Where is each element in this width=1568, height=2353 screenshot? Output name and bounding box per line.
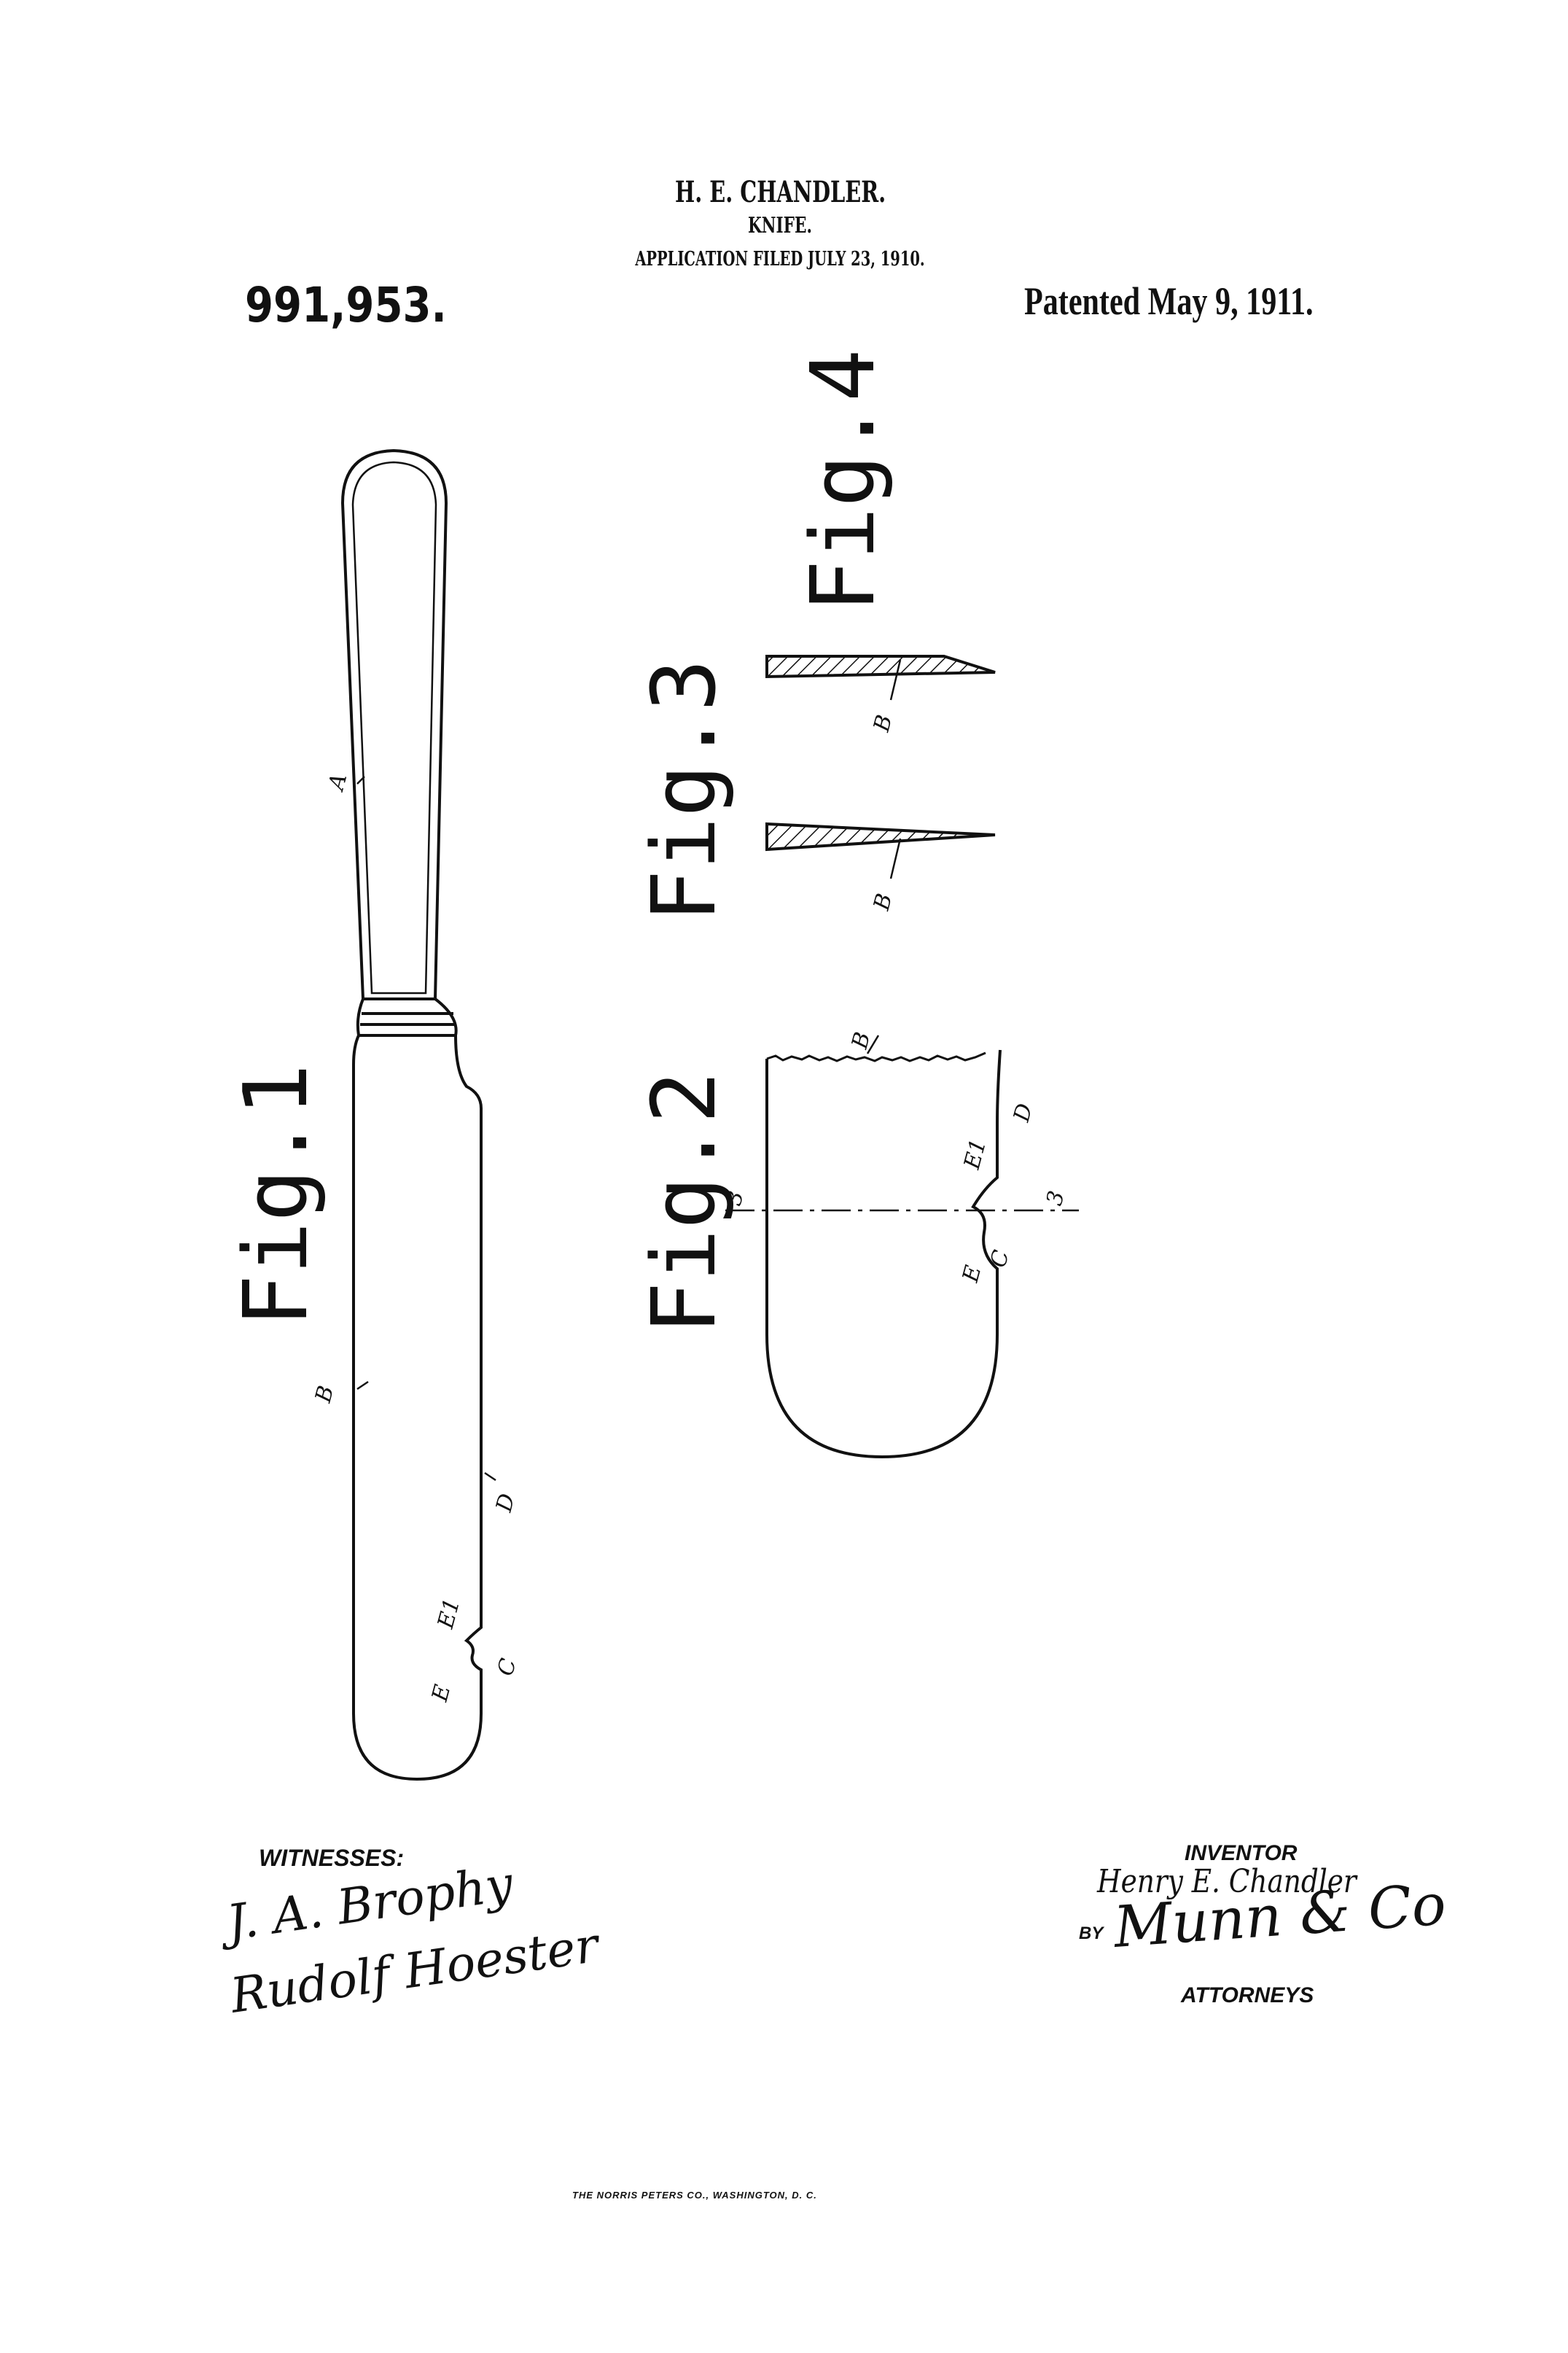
label-b-fig3: B bbox=[869, 891, 898, 914]
section-mark-right: 3 bbox=[1042, 1189, 1070, 1209]
label-b-fig2: B bbox=[847, 1030, 876, 1052]
invention-title: KNIFE. bbox=[748, 213, 812, 238]
by-label: BY bbox=[1079, 1924, 1104, 1943]
label-b-fig4: B bbox=[869, 712, 898, 735]
patent-number: 991,953. bbox=[245, 277, 447, 333]
fig3-caption: Fig.3 bbox=[634, 659, 736, 922]
label-e1: E1 bbox=[433, 1595, 466, 1632]
knife-handle bbox=[340, 448, 448, 1000]
attorneys-label: ATTORNEYS bbox=[1181, 1983, 1314, 2007]
fig2-caption: Fig.2 bbox=[634, 1071, 736, 1334]
label-b: B bbox=[311, 1383, 340, 1406]
inventor-name: H. E. CHANDLER. bbox=[675, 175, 886, 209]
knife-bolster bbox=[356, 997, 458, 1037]
fig4-caption: Fig.4 bbox=[793, 349, 894, 612]
application-date: APPLICATION FILED JULY 23, 1910. bbox=[635, 248, 925, 271]
fig1-caption: Fig.1 bbox=[226, 1064, 327, 1327]
label-e1-fig2: E1 bbox=[959, 1136, 992, 1172]
label-c-fig2: C bbox=[986, 1248, 1015, 1270]
label-d: D bbox=[491, 1491, 520, 1515]
fig3-section bbox=[765, 822, 996, 852]
fig1-knife bbox=[340, 448, 483, 1781]
witnesses-label: WITNESSES: bbox=[259, 1845, 405, 1871]
label-e-fig2: E bbox=[958, 1263, 987, 1286]
inventor-label: INVENTOR bbox=[1185, 1841, 1298, 1865]
fig4-section bbox=[765, 655, 996, 679]
inventor-signature: Henry E. Chandler bbox=[1097, 1863, 1357, 1900]
label-a: A bbox=[323, 771, 352, 795]
patented-date: Patented May 9, 1911. bbox=[1024, 279, 1314, 323]
fig2-blade-tip bbox=[725, 1049, 1079, 1459]
label-d-fig2: D bbox=[1009, 1101, 1038, 1125]
printer-imprint: THE NORRIS PETERS CO., WASHINGTON, D. C. bbox=[572, 2190, 817, 2201]
knife-blade bbox=[352, 1035, 483, 1781]
label-e: E bbox=[427, 1682, 456, 1705]
label-c: C bbox=[493, 1656, 522, 1679]
